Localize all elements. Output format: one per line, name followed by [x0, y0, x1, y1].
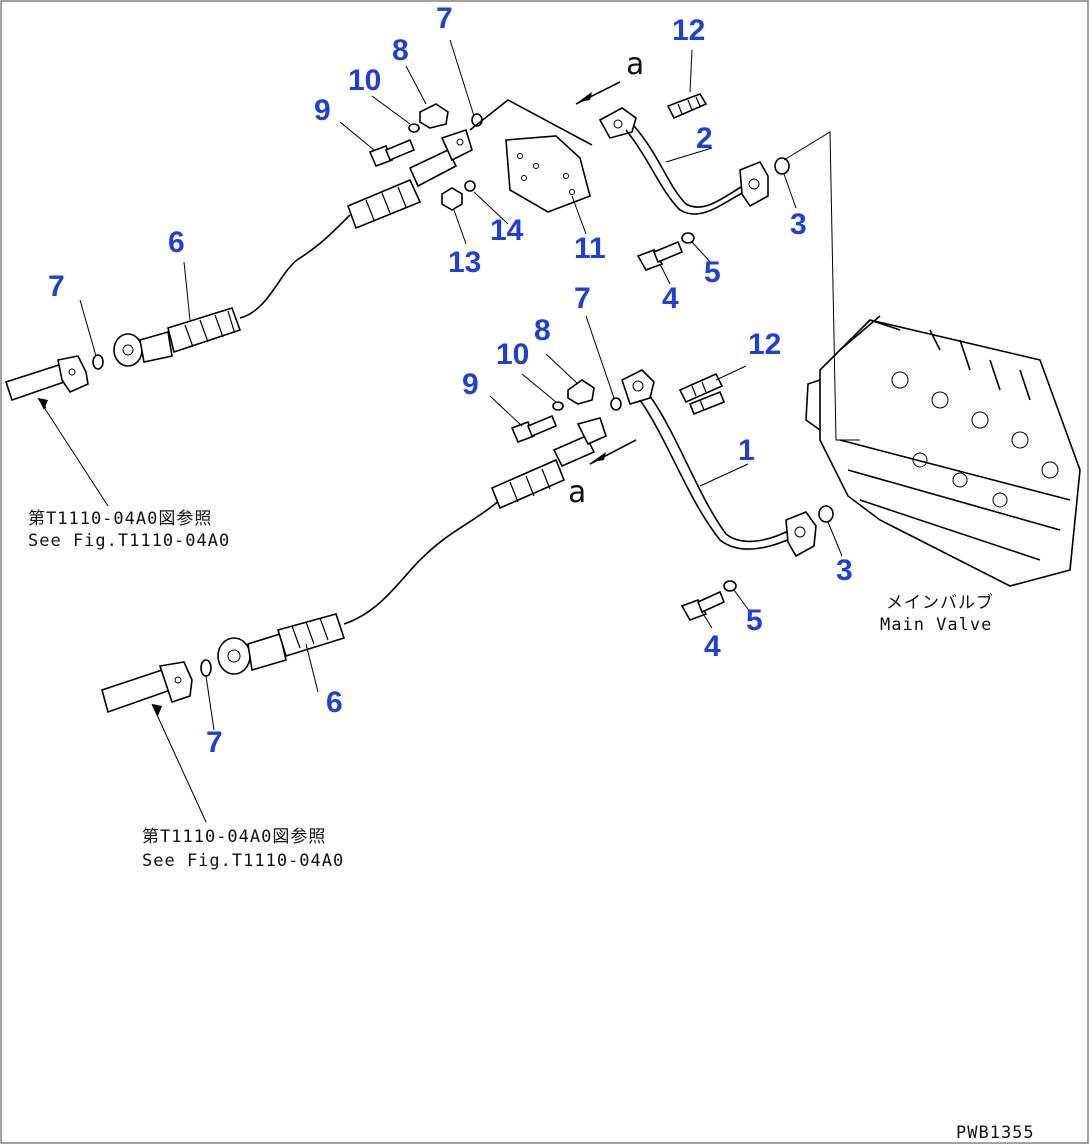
callout-8-lower: 8: [534, 314, 551, 347]
callout-7-lower-left: 7: [206, 726, 223, 759]
washer-10-lower: [552, 401, 564, 411]
hose-6-upper: [113, 128, 473, 367]
callout-10-lower: 10: [496, 338, 529, 371]
callout-7-upper-left: 7: [48, 270, 65, 303]
reference-label-upper-jp: 第T1110-04A0図参照: [28, 509, 212, 529]
callout-3-lower: 3: [836, 554, 853, 587]
main-valve: [805, 315, 1081, 587]
hose-6-lower: [217, 417, 607, 675]
main-valve-label-jp: メインバルブ: [886, 592, 994, 613]
callout-7-upper: 7: [436, 2, 453, 35]
callout-12-upper: 12: [672, 14, 705, 47]
split-flange-12-upper: [666, 93, 708, 120]
callout-2: 2: [696, 122, 713, 155]
o-ring-3-upper: [774, 157, 790, 175]
drawing-code: PWB1355: [956, 1123, 1035, 1143]
view-arrow-a-top: [469, 81, 621, 146]
washer-5-lower: [723, 580, 737, 592]
washer-5-upper: [681, 232, 695, 244]
reference-arrowhead-lower: [152, 704, 162, 716]
callout-8-upper: 8: [392, 34, 409, 67]
view-mark-a-top: a: [626, 47, 644, 82]
bolt-4-lower: [680, 590, 726, 621]
callout-14: 14: [490, 214, 524, 247]
lower-left-hose-end: [101, 661, 193, 714]
reference-label-lower-jp: 第T1110-04A0図参照: [142, 827, 326, 847]
callout-1: 1: [738, 434, 755, 467]
half-clamp-8-lower: [567, 379, 595, 405]
callout-4-lower: 4: [704, 630, 721, 663]
washer-10-upper: [408, 123, 420, 133]
callout-10-upper: 10: [348, 64, 381, 97]
callout-11: 11: [574, 232, 606, 265]
o-ring-3-lower: [818, 505, 834, 523]
o-ring-7-upper-left: [92, 354, 104, 370]
washer-14: [464, 180, 476, 192]
callout-5-lower: 5: [746, 604, 763, 637]
callout-3-upper: 3: [790, 208, 807, 241]
bolt-9-lower: [510, 414, 558, 444]
bolt-9-upper: [368, 138, 416, 168]
half-clamp-8-upper: [419, 103, 449, 129]
callout-12-lower: 12: [748, 328, 781, 361]
main-valve-label-en: Main Valve: [880, 615, 992, 635]
tube-1: [621, 369, 817, 558]
connection-line-upper: [783, 131, 860, 441]
o-ring-7-lower-left: [200, 659, 212, 677]
nut-13: [441, 187, 463, 211]
callout-9-upper: 9: [314, 94, 331, 127]
bracket-11: [505, 135, 591, 213]
o-ring-7-lower: [610, 397, 622, 411]
tube-2: [598, 107, 769, 215]
callout-6-upper: 6: [168, 226, 185, 259]
view-mark-a-mid: a: [568, 475, 586, 510]
callout-5-upper: 5: [704, 256, 721, 289]
reference-label-lower-en: See Fig.T1110-04A0: [142, 851, 344, 871]
callout-7-lower: 7: [574, 282, 591, 315]
upper-left-hose-end: [4, 355, 89, 402]
callout-13: 13: [448, 246, 481, 279]
view-arrow-a-mid: [589, 439, 637, 465]
bolt-4-upper: [636, 240, 684, 271]
callout-6-lower: 6: [326, 686, 343, 719]
split-flange-12-lower: [678, 372, 726, 416]
callout-9-lower: 9: [462, 368, 479, 401]
leader-lines: [37, 39, 843, 823]
reference-label-upper-en: See Fig.T1110-04A0: [28, 531, 230, 551]
reference-arrowhead-upper: [38, 398, 48, 410]
callout-4-upper: 4: [662, 282, 679, 315]
